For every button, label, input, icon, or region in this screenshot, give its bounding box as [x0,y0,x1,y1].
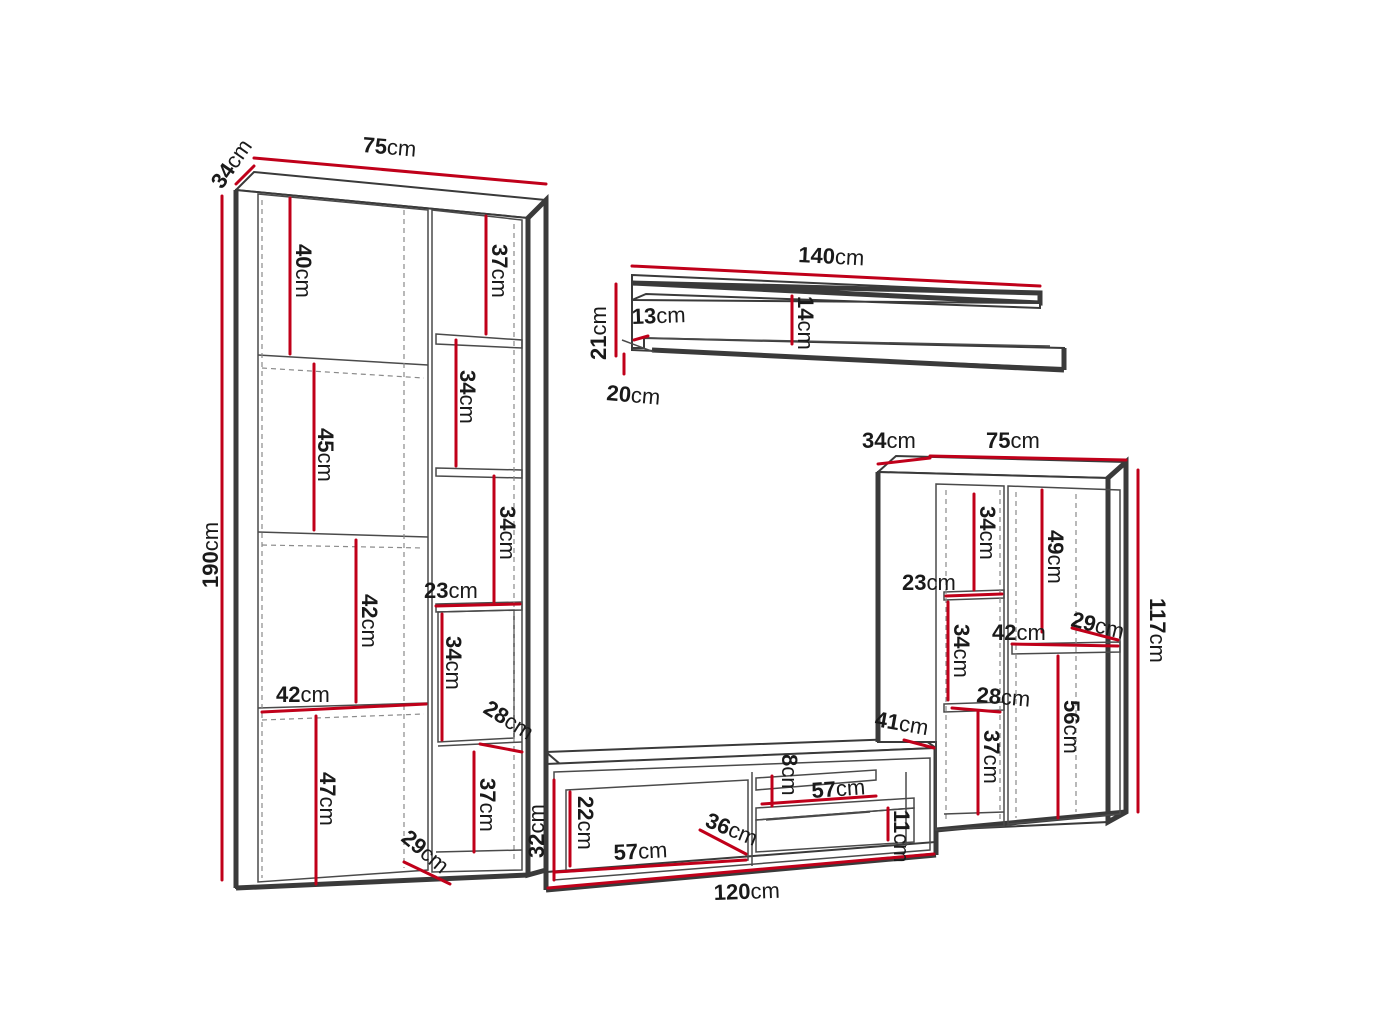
small-cabinet [875,454,1129,833]
label-tall-right-s5: 37cm [475,778,500,832]
label-tv-left-w: 57cm [613,837,668,865]
label-small-right-depth: 29cm [1069,607,1127,644]
label-tall-left-s4: 47cm [315,772,340,826]
label-small-height: 117cm [1145,598,1170,663]
label-small-left-s1: 34cm [975,506,1000,560]
label-tall-right-s1: 37cm [487,244,512,298]
label-tall-left-s3: 42cm [357,594,382,648]
label-tv-height: 32cm [524,804,549,858]
dimension-lines [220,156,1140,890]
label-shelf-height: 21cm [586,306,611,360]
label-small-left-s2: 34cm [949,624,974,678]
label-small-depth: 34cm [862,428,916,453]
label-small-width: 75cm [986,428,1040,453]
label-shelf-inner-a: 13cm [631,302,686,329]
label-tall-right-s3: 34cm [495,506,520,560]
label-shelf-inner-b: 14cm [793,296,818,350]
label-small-right-s2: 56cm [1059,700,1084,754]
label-tall-height: 190cm [198,522,223,588]
label-tv-right-top-h: 8cm [777,754,802,796]
label-shelf-width: 140cm [798,242,865,270]
label-small-right-width: 42cm [992,620,1046,645]
label-tv-right-w: 57cm [811,774,866,803]
label-tv-left-h: 22cm [573,796,598,850]
label-small-right-s1: 49cm [1043,530,1068,584]
label-tall-left-s2: 45cm [313,428,338,482]
label-tv-right-bottom-h: 11cm [889,810,914,863]
label-tall-left-s3-width: 42cm [276,682,330,707]
label-tall-right-width: 23cm [424,578,478,603]
label-small-left-s3: 37cm [979,730,1004,784]
label-tall-left-s1: 40cm [291,244,316,298]
wall-shelf [621,273,1067,373]
label-small-left-width: 23cm [902,570,956,595]
tv-stand [543,736,939,893]
label-tall-width: 75cm [362,132,418,162]
label-small-left-depth: 28cm [976,682,1032,712]
dimension-labels: 34cm 75cm 190cm 40cm 45cm 42cm 42cm 47cm… [198,132,1170,905]
label-tall-right-s4: 34cm [441,636,466,690]
label-shelf-depth: 20cm [606,380,662,410]
label-tv-width: 120cm [713,878,780,905]
label-tv-depth: 41cm [873,706,930,740]
label-tall-right-s2: 34cm [455,370,480,424]
